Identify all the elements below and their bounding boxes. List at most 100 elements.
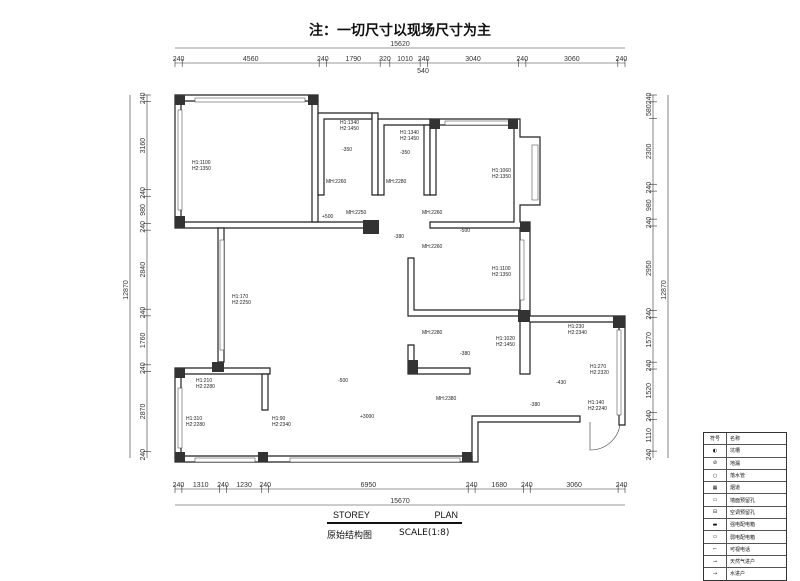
dim-segment-label: 240 — [317, 56, 329, 63]
legend-item-name: 烟道 — [730, 485, 741, 492]
mh-label: MH:2380 — [436, 396, 457, 402]
dim-segment-label: 240 — [646, 217, 653, 229]
legend-item-name: 水进户 — [730, 571, 746, 578]
level-markers: -350 -350 +500 -500 -380 -380 -500 +3000… — [322, 147, 566, 420]
dim-segment-label: 1010 — [397, 56, 413, 63]
legend-item-name: 天然气进户 — [730, 559, 756, 566]
dim-segment-label: 240 — [140, 449, 147, 461]
dim-segment-label: 1680 — [491, 482, 507, 489]
column — [258, 452, 268, 462]
legend-row: ⊟空调预留孔 — [704, 506, 786, 520]
dim-segment-label: 240 — [140, 221, 147, 233]
dim-segment-label: 980 — [646, 199, 653, 211]
dim-segment-label: 240 — [516, 56, 528, 63]
plan-label: PLAN — [434, 510, 458, 520]
mh-label: MH:2250 — [346, 210, 367, 216]
dim-segment-label: 240 — [646, 92, 653, 104]
window-west-1 — [177, 109, 183, 211]
legend-item-name: 地漏 — [730, 460, 741, 467]
dim-segment-label: 2840 — [140, 262, 147, 278]
wall-living-south-east — [471, 415, 581, 463]
column — [175, 216, 185, 228]
level-marker: -350 — [342, 147, 352, 153]
dim-segment-label: 240 — [646, 449, 653, 461]
column — [508, 119, 518, 129]
legend-symbol-icon: ⊘ — [704, 457, 727, 469]
legend-symbol-icon: ▬ — [704, 519, 727, 531]
level-marker: -380 — [460, 351, 470, 357]
column — [408, 360, 418, 374]
dim-segment-label: 240 — [140, 92, 147, 104]
room-h2: H2:1450 — [400, 136, 419, 142]
legend-item-name: 空调预留孔 — [730, 509, 756, 516]
room-h2: H2:2240 — [588, 406, 607, 412]
columns — [175, 95, 625, 462]
legend-row: ▭弱电配电箱 — [704, 531, 786, 544]
column — [308, 95, 318, 105]
left-dimensions: 12870 2403160240980240284024017602402870… — [123, 92, 151, 461]
window-north-1 — [194, 97, 306, 103]
dim-segment-label: 3160 — [140, 138, 147, 154]
legend-symbol-icon: ◐ — [704, 445, 727, 457]
window-south-1 — [194, 457, 256, 463]
wall-room-2-east — [371, 112, 379, 196]
title-block-footer: 原始结构图 SCALE(1:8) — [327, 528, 462, 541]
legend-symbol-icon: ⊟ — [704, 506, 727, 519]
level-marker: -430 — [556, 380, 566, 386]
mh-label: MH:2260 — [422, 210, 443, 216]
storey-label: STOREY — [333, 510, 370, 520]
dim-segment-label: 1110 — [646, 428, 653, 443]
top-sub-dim: 540 — [417, 68, 429, 75]
dim-segment-label: 240 — [646, 410, 653, 422]
room-h2: H2:1350 — [192, 166, 211, 172]
column — [363, 220, 379, 234]
mh-label: MH:2260 — [422, 244, 443, 250]
room-h1: H1:210 — [196, 378, 212, 384]
legend-symbol-icon: ⌐ — [704, 543, 727, 555]
room-h2: H2:2340 — [568, 330, 587, 336]
dim-segment-label: 3060 — [566, 482, 582, 489]
legend-row: ⊘地漏 — [704, 457, 786, 470]
level-marker: -380 — [530, 402, 540, 408]
dim-segment-label: 2870 — [140, 404, 147, 420]
legend-row: ○落水管 — [704, 469, 786, 483]
legend-table: 符号 名称 ◐坑槽⊘地漏○落水管▦烟道▭墙面预留孔⊟空调预留孔▬强电配电箱▭弱电… — [703, 432, 787, 581]
level-marker: -350 — [400, 150, 410, 156]
room-h2: H2:1350 — [492, 272, 511, 278]
legend-row: ▭墙面预留孔 — [704, 494, 786, 507]
dim-segment-label: 1520 — [646, 383, 653, 399]
mh-labels: MH:2260 MH:2280 MH:2250 MH:2260 MH:2260 … — [326, 179, 457, 402]
window-corridor — [219, 239, 225, 351]
legend-row: ▬强电配电箱 — [704, 519, 786, 532]
legend-item-name: 可视电话 — [730, 546, 751, 553]
room-h2: H2:2320 — [590, 370, 609, 376]
dim-segment-label: 1570 — [646, 332, 653, 348]
door-swing — [589, 422, 621, 451]
level-marker: -380 — [394, 234, 404, 240]
dim-segment-label: 980 — [140, 204, 147, 216]
wall-room-bottom-left-east — [261, 373, 269, 411]
dim-segment-label: 3040 — [465, 56, 481, 63]
dim-segment-label: 320 — [379, 56, 391, 63]
window-east-1 — [531, 144, 539, 201]
column — [518, 310, 530, 322]
dim-segment-label: 240 — [140, 307, 147, 319]
dim-segment-label: 240 — [418, 56, 430, 63]
level-marker: +3000 — [360, 414, 374, 420]
room-h1: H1:270 — [590, 364, 606, 370]
legend-header: 符号 名称 — [704, 433, 786, 446]
drawing-name: 原始结构图 — [327, 531, 373, 541]
room-h1: H1:1100 — [492, 266, 511, 272]
room-h1: H1:1060 — [492, 168, 511, 174]
room-h2: H2:2280 — [196, 384, 215, 390]
column — [613, 316, 625, 328]
mh-label: MH:2280 — [386, 179, 407, 185]
dim-segment-label: 240 — [521, 482, 533, 489]
dim-segment-label: 2300 — [646, 143, 653, 159]
window-east-3 — [616, 329, 622, 416]
dim-segment-label: 240 — [140, 362, 147, 374]
dim-segment-label: 1760 — [140, 332, 147, 348]
